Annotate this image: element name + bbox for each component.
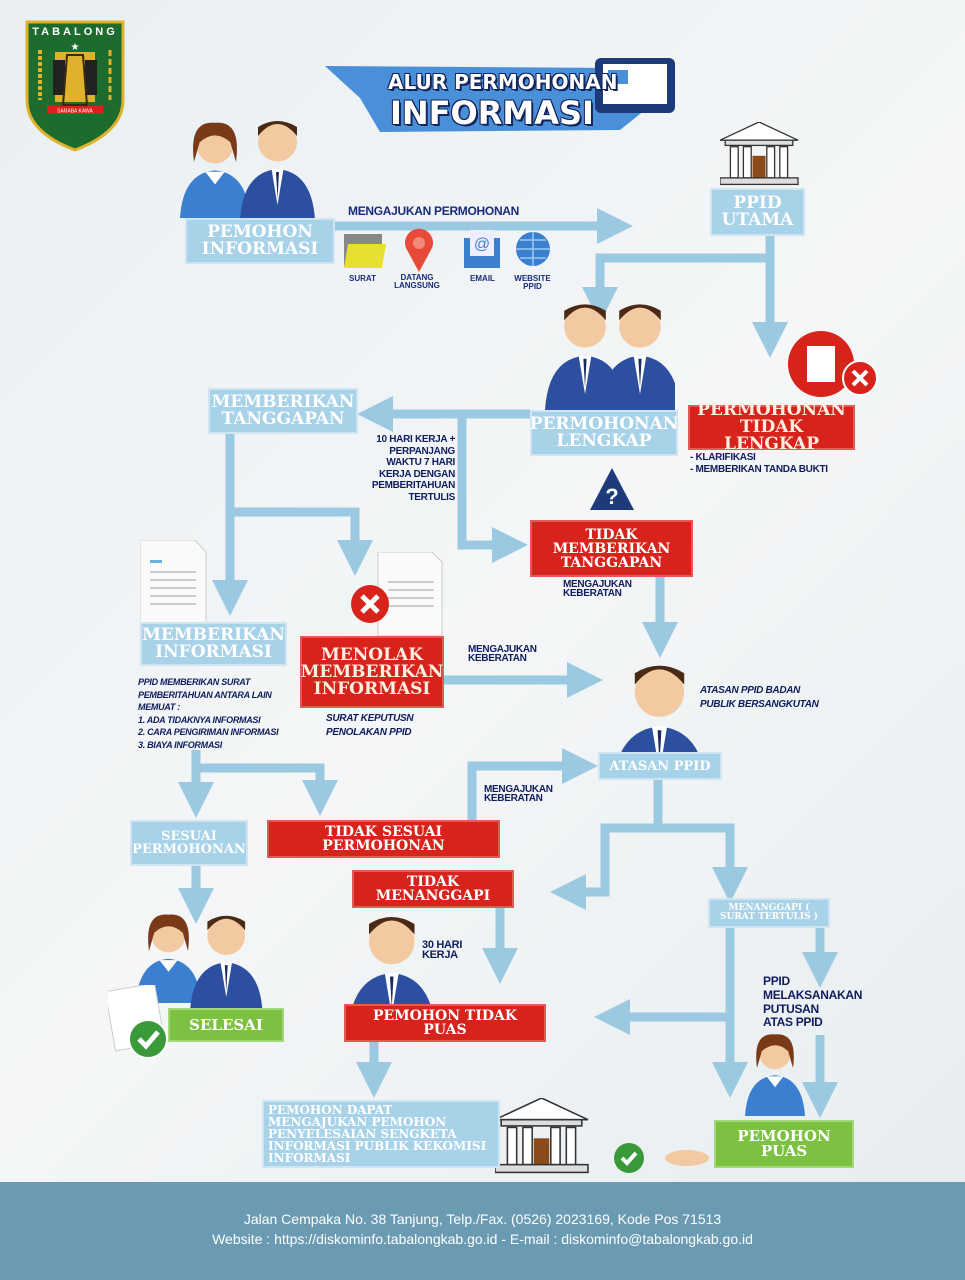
court-building-icon (495, 1098, 589, 1174)
tabalong-logo: TABALONG ★ SARABA KAWA (25, 20, 125, 152)
rejected-letter-icon (351, 552, 443, 636)
handshake-check-icon (614, 1143, 709, 1173)
channel-email: EMAIL (470, 274, 495, 283)
note-surat-keputusan: SURAT KEPUTUSN PENOLAKAN PPID (326, 713, 414, 738)
title-line2: INFORMASI (390, 94, 594, 132)
title-line1: ALUR PERMOHONAN (388, 70, 618, 94)
channel-datang-langsung: DATANG LANGSUNG (394, 273, 440, 290)
note-atasan-desc: ATASAN PPID BADAN PUBLIK BERSANGKUTAN (700, 685, 819, 710)
success-check-icon (108, 985, 168, 1059)
applicants-illustration (180, 121, 315, 220)
svg-text:?: ? (605, 484, 618, 509)
globe-icon (516, 232, 550, 266)
note-keberatan-2: MENGAJUKAN KEBERATAN (468, 644, 537, 664)
folder-icon (344, 234, 386, 268)
title-banner: ALUR PERMOHONAN INFORMASI (320, 58, 680, 136)
note-keberatan-3: MENGAJUKAN KEBERATAN (484, 784, 553, 804)
flow-arrows (178, 208, 838, 1118)
ppid-building-icon (720, 122, 799, 186)
note-tidak-lengkap: - KLARIFIKASI - MEMBERIKAN TANDA BUKTI (690, 452, 828, 475)
node-menolak-memberikan-informasi: MENOLAK MEMBERIKAN INFORMASI (300, 636, 444, 708)
node-tidak-menanggapi: TIDAK MENANGGAPI (352, 870, 514, 908)
node-sengketa-informasi: PEMOHON DAPAT MENGAJUKAN PEMOHON PENYELE… (262, 1100, 500, 1168)
email-icon: @ (464, 230, 500, 268)
node-menanggapi: MENANGGAPI ( SURAT TERTULIS ) (708, 898, 830, 928)
node-pemohon-puas: PEMOHON PUAS (714, 1120, 854, 1168)
document-icon (140, 540, 207, 624)
handshake-illustration (545, 304, 675, 410)
node-pemohon-informasi: PEMOHON INFORMASI (185, 218, 335, 264)
satisfied-applicant-illustration (745, 1034, 805, 1116)
footer: Jalan Cempaka No. 38 Tanjung, Telp./Fax.… (0, 1182, 965, 1280)
rejected-document-icon (788, 331, 878, 397)
node-memberikan-tanggapan: MEMBERIKAN TANGGAPAN (208, 388, 358, 434)
note-melaksanakan-putusan: PPID MELAKSANAKAN PUTUSAN ATAS PPID (763, 974, 863, 1030)
note-waktu: 10 HARI KERJA + PERPANJANG WAKTU 7 HARI … (371, 434, 455, 503)
location-pin-icon (405, 228, 433, 272)
node-permohonan-tidak-lengkap: PERMOHONAN TIDAK LENGKAP (688, 402, 855, 453)
node-permohonan-lengkap: PERMOHONAN LENGKAP (530, 410, 678, 456)
svg-text:SARABA KAWA: SARABA KAWA (57, 109, 93, 115)
svg-text:@: @ (474, 236, 490, 253)
svg-text:★: ★ (71, 42, 80, 53)
note-surat-pemberitahuan: PPID MEMBERIKAN SURAT PEMBERITAHUAN ANTA… (138, 677, 279, 750)
note-30-hari: 30 HARI KERJA (422, 939, 463, 962)
note-keberatan-1: MENGAJUKAN KEBERATAN (563, 579, 632, 599)
node-selesai: SELESAI (168, 1008, 284, 1042)
svg-text:TABALONG: TABALONG (32, 26, 118, 38)
footer-contact: Website : https://diskominfo.tabalongkab… (212, 1231, 753, 1247)
node-ppid-utama: PPID UTAMA (710, 188, 805, 236)
node-sesuai-permohonan: SESUAI PERMOHONAN (130, 820, 248, 866)
node-pemohon-tidak-puas: PEMOHON TIDAK PUAS (344, 1004, 546, 1042)
footer-address: Jalan Cempaka No. 38 Tanjung, Telp./Fax.… (243, 1211, 722, 1227)
node-tidak-sesuai-permohonan: TIDAK SESUAI PERMOHONAN (267, 820, 500, 858)
node-tidak-memberikan-tanggapan: TIDAK MEMBERIKAN TANGGAPAN (530, 520, 693, 577)
node-atasan-ppid: ATASAN PPID (598, 752, 722, 780)
node-memberikan-informasi: MEMBERIKAN INFORMASI (140, 622, 287, 666)
channel-surat: SURAT (349, 274, 376, 283)
supervisor-illustration (612, 665, 707, 754)
channel-website: WEBSITE PPID (514, 274, 551, 291)
submit-request-label: MENGAJUKAN PERMOHONAN (348, 204, 520, 218)
question-icon: ? (590, 468, 634, 510)
